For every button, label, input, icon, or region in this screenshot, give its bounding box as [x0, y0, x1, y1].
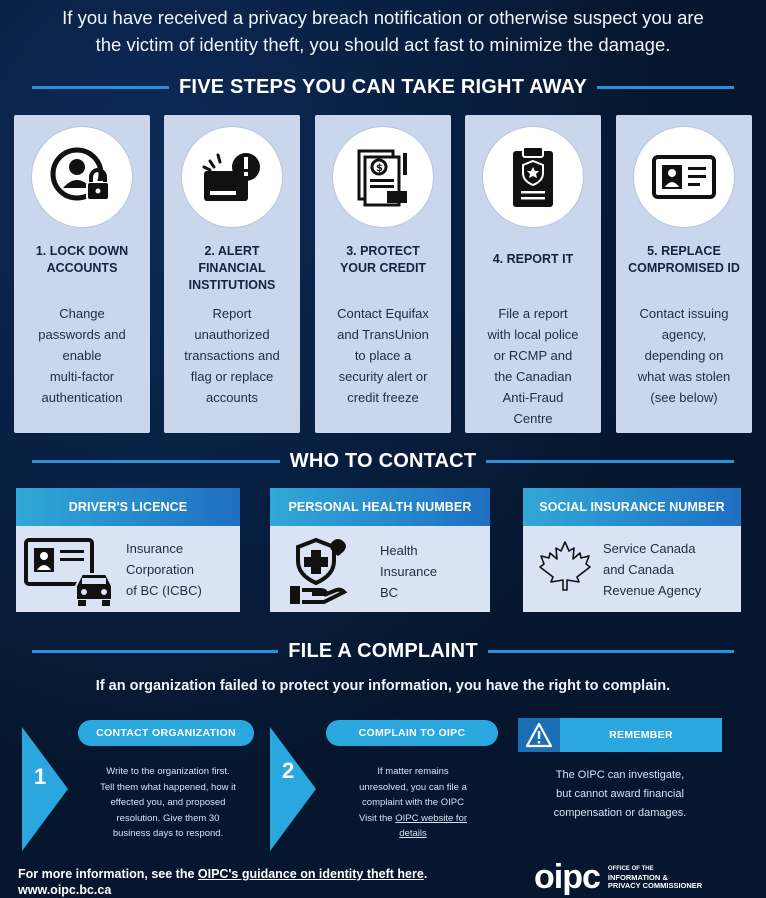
credit-document-icon: $ — [333, 127, 433, 227]
user-lock-icon — [32, 127, 132, 227]
divider-line — [32, 649, 279, 653]
intro-line-2: the victim of identity theft, you should… — [95, 34, 671, 55]
health-shield-hand-icon — [286, 536, 356, 613]
maple-leaf-icon — [537, 538, 593, 599]
step-title: 4. REPORT IT — [492, 252, 574, 266]
step-chevron — [22, 727, 68, 851]
contact-card-header: PERSONAL HEALTH NUMBER — [270, 488, 490, 526]
licence-car-icon — [22, 538, 122, 613]
section-title: FIVE STEPS YOU CAN TAKE RIGHT AWAY — [179, 75, 587, 98]
card-alert-icon — [182, 127, 282, 227]
divider-line — [597, 85, 735, 89]
logo-subtitle: OFFICE OF THE INFORMATION & PRIVACY COMM… — [607, 866, 703, 890]
oipc-logo: oipc OFFICE OF THE INFORMATION & PRIVACY… — [534, 858, 718, 896]
complain-to-oipc-label: COMPLAIN TO OIPC — [326, 720, 498, 746]
complaint-step-number: 2 — [282, 758, 295, 783]
section-title: WHO TO CONTACT — [289, 449, 477, 472]
section-who-to-contact: WHO TO CONTACT — [0, 446, 766, 476]
divider-line — [487, 649, 735, 653]
remember-header: REMEMBER — [518, 718, 722, 752]
contact-organization-label: CONTACT ORGANIZATION — [78, 720, 254, 746]
oipc-website-link-details[interactable]: details — [399, 828, 427, 839]
step-chevron — [270, 727, 316, 851]
remember-box: REMEMBER The OIPC can investigate,but ca… — [518, 718, 722, 838]
complaint-step-text: Write to the organization first.Tell the… — [100, 766, 236, 839]
section-file-complaint: FILE A COMPLAINT — [0, 636, 766, 666]
divider-line — [486, 459, 735, 463]
logo-wordmark: oipc — [534, 858, 601, 896]
divider-line — [32, 85, 170, 89]
intro-line-1: If you have received a privacy breach no… — [62, 7, 704, 28]
identity-theft-guidance-link[interactable]: OIPC's guidance on identity theft here — [197, 867, 424, 881]
section-five-steps: FIVE STEPS YOU CAN TAKE RIGHT AWAY — [0, 72, 766, 102]
police-clipboard-icon — [483, 127, 583, 227]
contact-card-header: DRIVER'S LICENCE — [16, 488, 240, 526]
complaint-step-number: 1 — [34, 764, 47, 789]
footer-info: For more information, see the OIPC's gui… — [18, 867, 428, 897]
intro-text: If you have received a privacy breach no… — [0, 4, 766, 58]
remember-label: REMEMBER — [609, 729, 673, 741]
section-title: FILE A COMPLAINT — [288, 639, 478, 662]
complaint-tagline: If an organization failed to protect you… — [95, 678, 671, 694]
oipc-website-link[interactable]: OIPC website for — [395, 812, 468, 824]
warning-icon — [518, 718, 560, 752]
id-card-icon — [634, 127, 734, 227]
remember-text: The OIPC can investigate,but cannot awar… — [553, 769, 687, 819]
svg-text:$: $ — [376, 163, 383, 174]
oipc-url[interactable]: www.oipc.bc.ca — [18, 883, 112, 897]
contact-card-header: SOCIAL INSURANCE NUMBER — [523, 488, 741, 526]
divider-line — [32, 459, 280, 463]
